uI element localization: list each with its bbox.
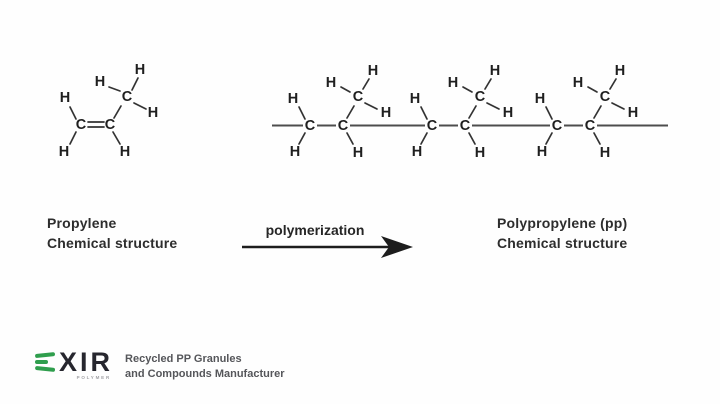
atom-h: H [600, 145, 610, 161]
polypropylene-caption-line2: Chemical structure [497, 235, 628, 251]
bond [133, 102, 147, 110]
bond [340, 86, 351, 93]
reaction-arrow: polymerization [242, 222, 413, 258]
atom-h: H [381, 105, 391, 121]
atom-c: C [600, 89, 611, 105]
logo-wordmark: XIR POLYMER [59, 347, 114, 380]
atom-c: C [353, 89, 364, 105]
atom-h: H [503, 105, 513, 121]
atom-h: H [573, 75, 583, 91]
propylene-caption-line1: Propylene [47, 215, 117, 231]
atom-c: C [105, 117, 116, 133]
bond [593, 132, 601, 145]
bond [112, 131, 121, 145]
atom-h: H [59, 144, 69, 160]
atom-h: H [353, 145, 363, 161]
atom-c: C [338, 118, 349, 134]
logo-letter-e-icon [34, 351, 56, 373]
logo-tagline: Recycled PP Granules and Compounds Manuf… [125, 351, 285, 382]
polypropylene-caption-line1: Polypropylene (pp) [497, 215, 628, 231]
bond [69, 106, 77, 120]
atom-h: H [490, 63, 500, 79]
arrow-label: polymerization [266, 222, 365, 238]
bond [484, 78, 492, 90]
exir-logo: XIR POLYMER Recycled PP Granules and Com… [34, 347, 285, 382]
atom-c: C [585, 118, 596, 134]
polypropylene-caption: Polypropylene (pp) Chemical structure [497, 213, 627, 253]
tagline-line1: Recycled PP Granules [125, 353, 242, 365]
atom-h: H [290, 144, 300, 160]
bond [468, 132, 476, 145]
bond [587, 86, 598, 93]
bond [611, 102, 625, 110]
atom-c: C [460, 118, 471, 134]
atom-c: C [305, 118, 316, 134]
propylene-caption-line2: Chemical structure [47, 235, 178, 251]
bond [545, 132, 553, 145]
atom-h: H [148, 105, 158, 121]
atom-h: H [135, 62, 145, 78]
atom-h: H [615, 63, 625, 79]
bond [113, 105, 122, 119]
bond [69, 131, 77, 145]
bond [545, 106, 553, 120]
atom-h: H [475, 145, 485, 161]
bond [593, 105, 602, 119]
atom-c: C [76, 117, 87, 133]
bond [609, 78, 617, 90]
bond [364, 102, 378, 110]
bond [298, 132, 306, 145]
atom-h: H [60, 90, 70, 106]
bond [346, 132, 354, 145]
logo-subtext: POLYMER [76, 374, 112, 380]
bond [346, 105, 355, 119]
atom-h: H [95, 74, 105, 90]
atom-h: H [412, 144, 422, 160]
atom-c: C [427, 118, 438, 134]
bond [298, 106, 306, 120]
propylene-caption: Propylene Chemical structure [47, 213, 177, 253]
bond [420, 106, 428, 120]
atom-c: C [122, 89, 133, 105]
atom-h: H [288, 91, 298, 107]
bond [131, 77, 139, 91]
atom-h: H [448, 75, 458, 91]
bond [462, 86, 473, 93]
atom-c: C [475, 89, 486, 105]
bond [420, 132, 428, 145]
atom-h: H [537, 144, 547, 160]
tagline-line2: and Compounds Manufacturer [125, 368, 285, 380]
bond [108, 86, 121, 92]
atom-h: H [120, 144, 130, 160]
bond [362, 78, 370, 90]
logo-wordmark-letters: XIR [59, 347, 114, 377]
bond [486, 102, 500, 110]
atom-h: H [326, 75, 336, 91]
atom-h: H [628, 105, 638, 121]
arrow-head [381, 236, 413, 258]
atom-h: H [535, 91, 545, 107]
atom-h: H [368, 63, 378, 79]
bond [468, 105, 477, 119]
atom-c: C [552, 118, 563, 134]
atom-h: H [410, 91, 420, 107]
